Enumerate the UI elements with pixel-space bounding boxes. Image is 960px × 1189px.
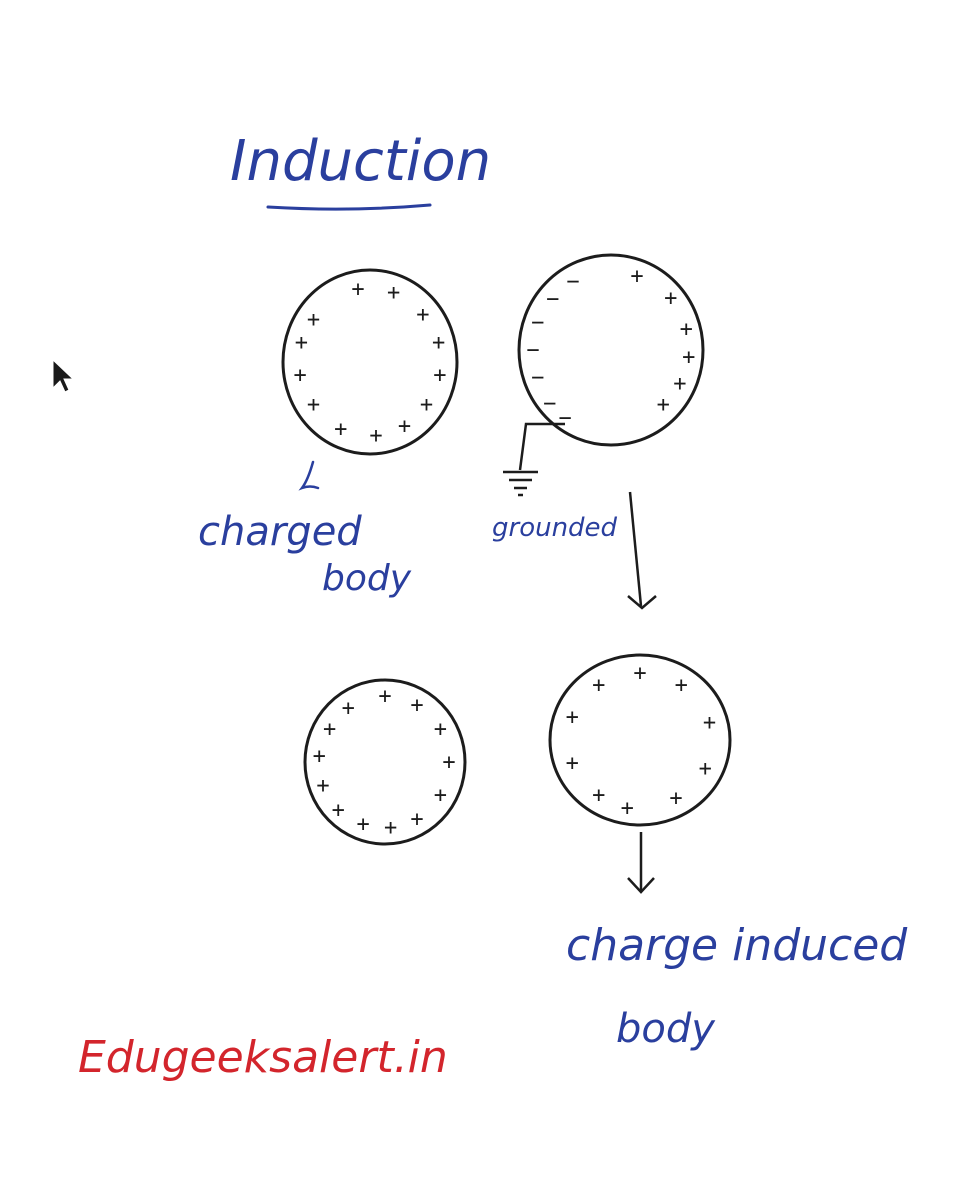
charged-body-plus-mark: + [398, 414, 411, 439]
charge-induced-label-2: body [616, 1006, 716, 1052]
charged-body-plus-mark: + [432, 330, 445, 355]
down-arrow-icon [627, 491, 657, 610]
grounded-minus-mark: − [566, 270, 579, 295]
charged-body-after-charges: +++++++++++++ [313, 684, 456, 841]
induced-body-plus-mark: + [566, 751, 579, 776]
charged-body-after-plus-mark: + [442, 750, 455, 775]
grounded-plus-mark: + [673, 371, 686, 396]
induced-body-plus-mark: + [633, 661, 646, 686]
grounded-sphere: −−−−−−−++++++ [517, 253, 705, 447]
charge-induced-label: charge induced [566, 920, 908, 971]
grounded-minus-mark: − [526, 338, 539, 363]
induced-body-plus-mark: + [703, 711, 716, 736]
grounded-plus-mark: + [657, 392, 670, 417]
charged-body-plus-mark: + [433, 363, 446, 388]
induced-body-plus-mark: + [566, 705, 579, 730]
cursor-arrow-icon [52, 358, 75, 393]
charged-body-plus-mark: + [387, 281, 400, 306]
charged-body-sphere: +++++++++++++ [281, 268, 459, 456]
grounded-plus-mark: + [664, 286, 677, 311]
charged-body-after-plus-mark: + [356, 812, 369, 837]
induced-body-plus-mark: + [592, 783, 605, 808]
charged-body-after-plus-mark: + [410, 693, 423, 718]
induced-body-plus-mark: + [699, 756, 712, 781]
grounded-minus-mark: − [531, 366, 544, 391]
grounded-plus-mark: + [630, 264, 643, 289]
page-title: Induction [230, 129, 491, 194]
charged-body-after-plus-mark: + [342, 696, 355, 721]
induced-body-plus-mark: + [669, 786, 682, 811]
induced-body-plus-mark: + [592, 673, 605, 698]
charged-body-plus-mark: + [334, 417, 347, 442]
charged-body-charges: +++++++++++++ [293, 277, 446, 449]
charged-body-pointer [298, 460, 320, 491]
charged-body-after-plus-mark: + [316, 773, 329, 798]
charged-body-sphere-after: +++++++++++++ [303, 678, 467, 846]
charged-body-plus-mark: + [295, 330, 308, 355]
induced-body-charges: + + + + + + + + + + [566, 661, 716, 821]
charged-body-plus-mark: + [416, 302, 429, 327]
charged-body-label-2: body [322, 558, 412, 599]
grounded-minus-mark: − [558, 406, 571, 431]
watermark: Edugeeksalert.in [78, 1032, 448, 1083]
induced-body-plus-mark: + [675, 673, 688, 698]
down-arrow-icon [627, 832, 655, 894]
grounded-sphere-charges: −−−−−−−++++++ [526, 264, 695, 431]
grounded-plus-mark: + [680, 317, 693, 342]
charged-body-plus-mark: + [369, 424, 382, 449]
charged-body-plus-mark: + [307, 308, 320, 333]
grounded-minus-mark: − [546, 287, 559, 312]
charged-body-after-plus-mark: + [378, 684, 391, 709]
charged-body-after-plus-mark: + [313, 744, 326, 769]
title-underline [266, 203, 432, 211]
grounded-label: grounded [492, 513, 618, 543]
grounded-minus-mark: − [543, 391, 556, 416]
charged-body-label: charged [198, 509, 362, 555]
charged-body-plus-mark: + [293, 363, 306, 388]
charged-body-after-plus-mark: + [323, 717, 336, 742]
charged-body-after-plus-mark: + [384, 816, 397, 841]
charged-body-after-plus-mark: + [410, 807, 423, 832]
charged-body-plus-mark: + [420, 392, 433, 417]
grounded-plus-mark: + [682, 345, 695, 370]
induced-body-sphere: + + + + + + + + + + [548, 653, 732, 827]
charged-body-plus-mark: + [307, 392, 320, 417]
charged-body-after-plus-mark: + [332, 798, 345, 823]
charged-body-after-plus-mark: + [434, 717, 447, 742]
grounded-minus-mark: − [531, 310, 544, 335]
ground-symbol-icon [503, 422, 565, 497]
charged-body-after-plus-mark: + [434, 783, 447, 808]
charged-body-plus-mark: + [351, 277, 364, 302]
induced-body-plus-mark: + [621, 796, 634, 821]
